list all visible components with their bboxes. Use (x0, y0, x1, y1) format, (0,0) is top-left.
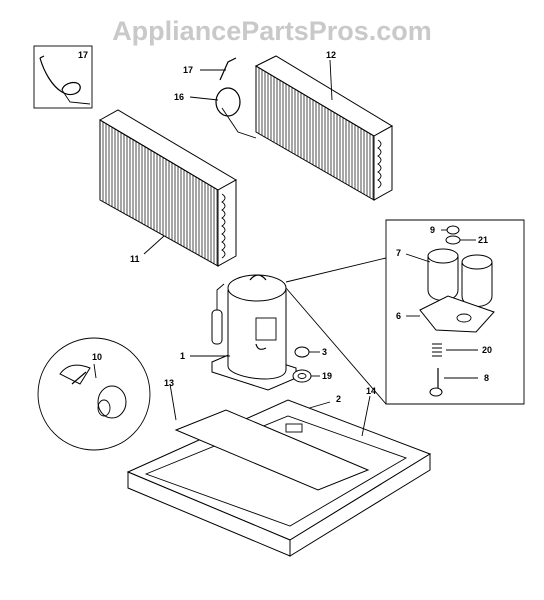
callout-19: 19 (322, 371, 332, 381)
part-7-capacitor-bracket: 7 (396, 248, 493, 307)
callout-12: 12 (326, 50, 336, 60)
part-10-overload-detail: 10 (37, 337, 151, 451)
callout-3: 3 (322, 347, 327, 357)
callout-7: 7 (396, 248, 401, 258)
callout-11: 11 (130, 254, 140, 264)
callout-6: 6 (396, 311, 401, 321)
callout-17-inset: 17 (78, 50, 88, 60)
part-21-washer: 21 (445, 235, 488, 245)
callout-2: 2 (336, 394, 341, 404)
part-11-evaporator-coil: 11 (98, 109, 238, 267)
part-16-17-capillary: 17 16 (174, 57, 257, 139)
callout-9: 9 (430, 225, 435, 235)
callout-17: 17 (183, 65, 193, 75)
part-19-grommet: 19 (292, 369, 332, 383)
part-8-bolt: 8 (429, 368, 489, 397)
callout-16: 16 (174, 92, 184, 102)
callout-13: 13 (164, 378, 174, 388)
part-9-screw: 9 (430, 225, 460, 235)
callout-1: 1 (180, 351, 185, 361)
part-1-compressor: 1 (180, 274, 297, 391)
part-13-14-base-pan: 13 14 (126, 378, 432, 557)
part-12-condenser-coil: 12 (254, 50, 393, 201)
part-3-nut: 3 (294, 346, 327, 358)
part-20-spring: 20 (432, 343, 492, 357)
watermark-text: AppliancePartsPros.com (112, 16, 432, 46)
callout-8: 8 (484, 373, 489, 383)
callout-21: 21 (478, 235, 488, 245)
callout-14: 14 (366, 386, 376, 396)
part-17-inset: 17 (33, 45, 93, 109)
callout-10: 10 (92, 352, 102, 362)
capacitor-detail-box (285, 219, 525, 405)
part-6-mount-plate: 6 (396, 295, 495, 333)
callout-20: 20 (482, 345, 492, 355)
